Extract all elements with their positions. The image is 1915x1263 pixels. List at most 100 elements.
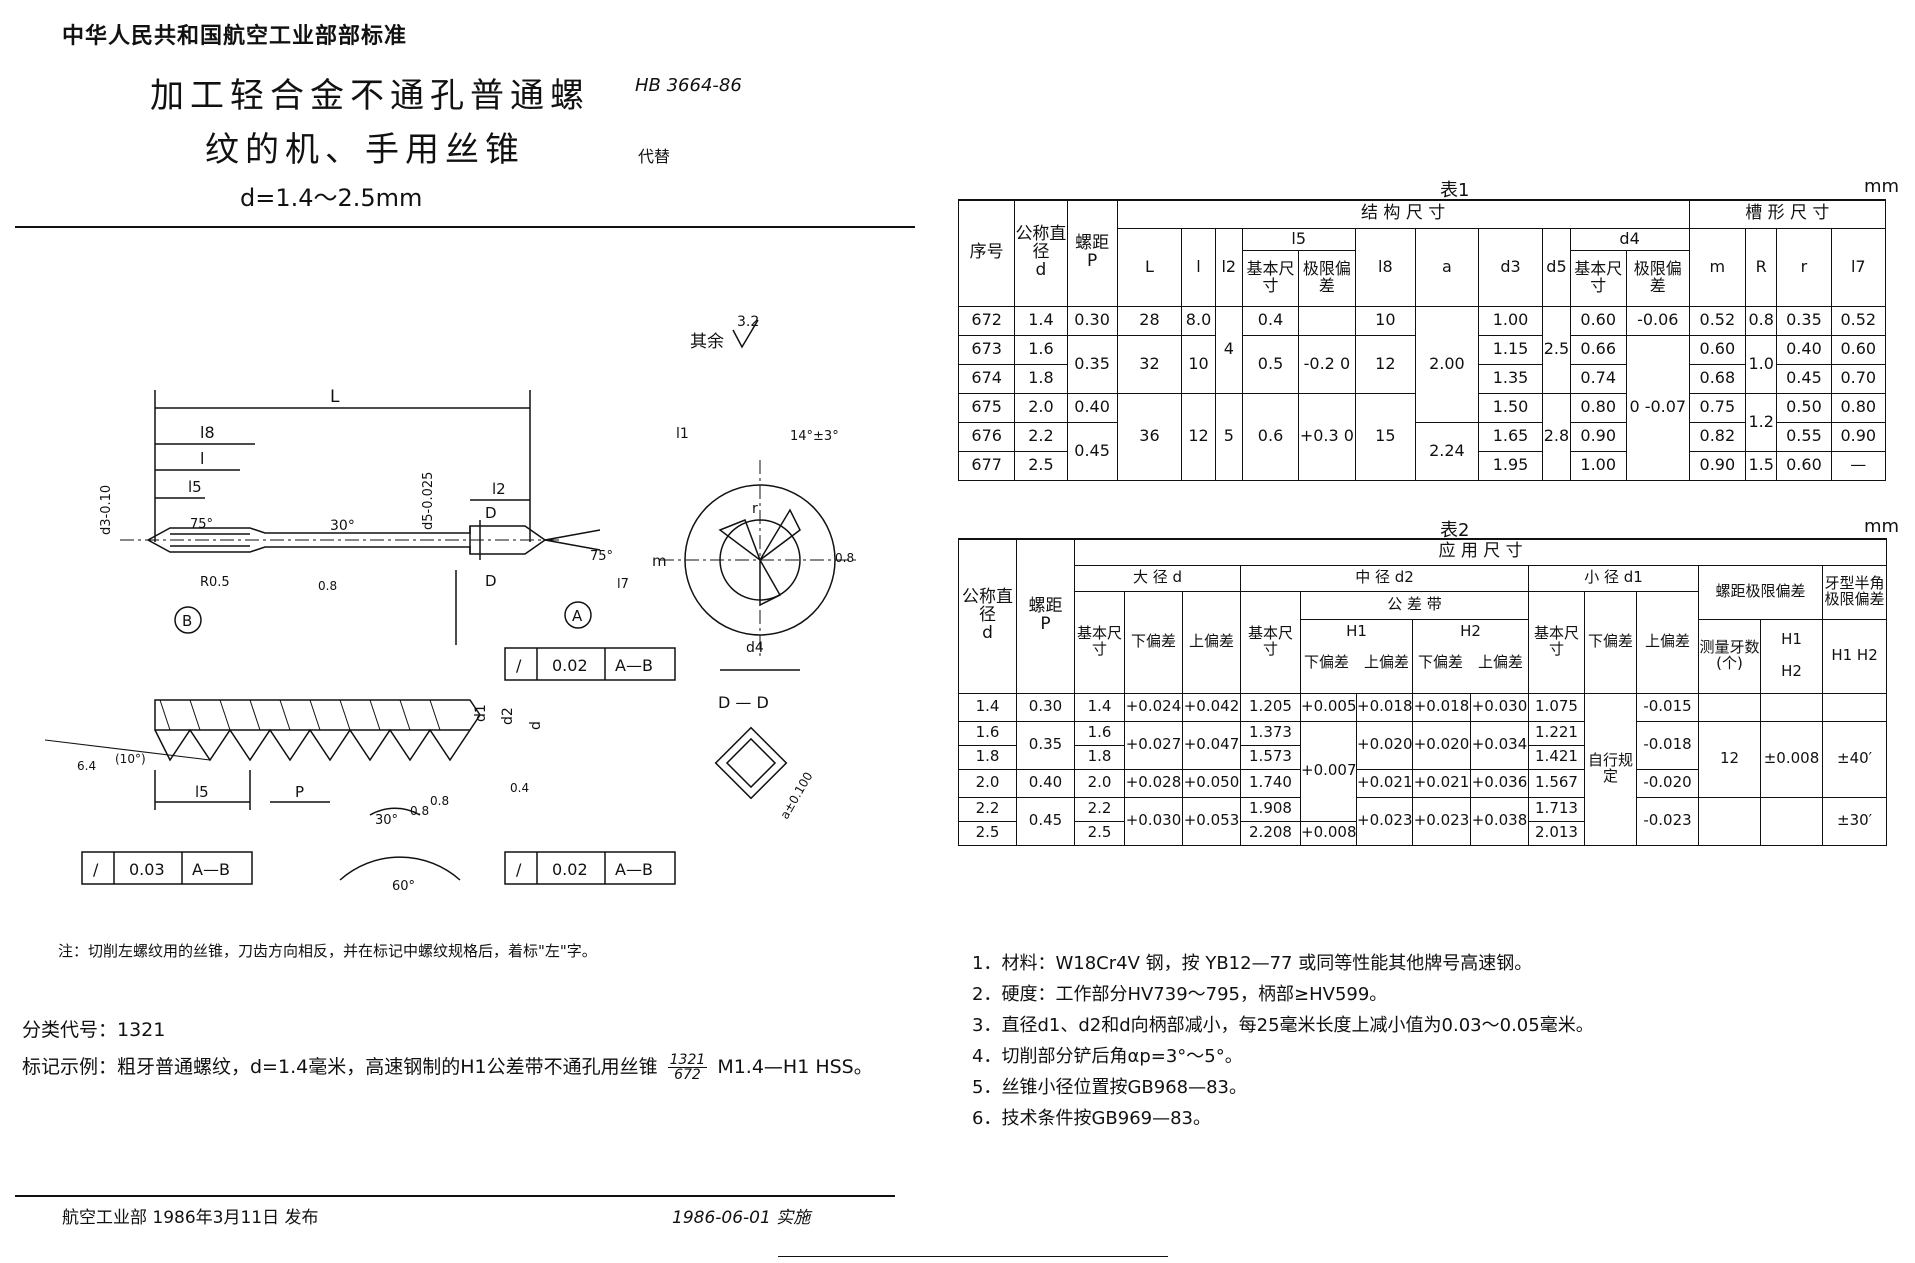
angle-75: 75° xyxy=(190,517,213,532)
requirement-5: 5．丝锥小径位置按GB968—83。 xyxy=(972,1077,1248,1098)
svg-text:A—B: A—B xyxy=(192,860,230,879)
t1-h-r: r xyxy=(1776,227,1832,307)
t1-h-d3: d3 xyxy=(1477,227,1544,307)
title-line-2: 纹的机、手用丝锥 xyxy=(205,130,525,170)
datum-A: A xyxy=(572,607,583,625)
requirement-4: 4．切削部分铲后角αp=3°～5°。 xyxy=(972,1046,1243,1067)
angle-14: 14°±3° xyxy=(790,429,839,444)
dim-L: L xyxy=(330,387,340,407)
t2-h-lower3: 下偏差 xyxy=(1584,590,1637,694)
svg-text:/: / xyxy=(516,860,522,879)
marking-frac-top: 1321 xyxy=(667,1052,708,1068)
svg-text:/: / xyxy=(516,656,522,675)
svg-text:/: / xyxy=(93,860,99,879)
dim-d5: d5-0.025 xyxy=(421,472,436,530)
roughness-symbol xyxy=(732,319,759,349)
requirement-6: 6．技术条件按GB969—83。 xyxy=(972,1108,1212,1129)
svg-text:0.02: 0.02 xyxy=(552,860,588,879)
radius-r05: R0.5 xyxy=(200,575,230,590)
t1-h-seq: 序号 xyxy=(957,199,1016,307)
implementation-date: 1986-06-01 实施 xyxy=(672,1208,811,1228)
t2-h-lower: 下偏差 xyxy=(1124,590,1183,694)
standard-org: 中华人民共和国航空工业部部标准 xyxy=(62,24,408,49)
angle-60: 60° xyxy=(392,879,415,894)
angle-30-thread: 30° xyxy=(375,813,398,828)
svg-text:0.03: 0.03 xyxy=(129,860,165,879)
dim-l2: l2 xyxy=(492,480,506,498)
t1-h-L: L xyxy=(1116,227,1183,307)
t2-h-base3: 基本尺寸 xyxy=(1528,590,1585,694)
drawing-note: 注：切削左螺纹用的丝锥，刀齿方向相反，并在标记中螺纹规格后，着标"左"字。 xyxy=(58,942,597,960)
table-row: 1.6 0.35 1.6 +0.027+0.047 1.373 +0.007 +… xyxy=(958,720,1888,822)
dim-m: m xyxy=(652,552,667,570)
marking-fraction: 1321 672 xyxy=(667,1052,708,1083)
geometric-tolerance-3: / 0.02 A—B xyxy=(504,851,676,885)
t2-h-half: 牙型半角极限偏差 xyxy=(1821,564,1888,620)
table2-caption: 表2 xyxy=(1440,520,1470,541)
geometric-tolerance-2: / 0.03 A—B xyxy=(81,851,253,885)
datum-B: B xyxy=(182,612,192,630)
t1-h-l8: l8 xyxy=(1354,227,1417,307)
rough-08-thread-2: 0.8 xyxy=(430,794,449,808)
dim-l5b: l5 xyxy=(195,783,209,801)
angle-10: (10°) xyxy=(115,752,146,766)
marking-frac-bot: 672 xyxy=(674,1067,701,1083)
t1-h-tol2: 极限偏差 xyxy=(1625,249,1690,307)
table-row: 2.5 2.5 2.208 +0.008 2.013 xyxy=(958,820,1887,846)
requirement-1: 1．材料：W18Cr4V 钢，按 YB12—77 或同等性能其他牌号高速钢。 xyxy=(972,953,1533,974)
marking-text: 标记示例：粗牙普通螺纹，d=1.4毫米，高速钢制的H1公差带不通孔用丝锥 xyxy=(22,1056,658,1078)
t2-h-upper: 上偏差 xyxy=(1182,590,1241,694)
standard-code: HB 3664-86 xyxy=(635,75,742,96)
rough-08-end: 0.8 xyxy=(835,551,854,565)
t1-h-d5: d5 xyxy=(1542,227,1571,307)
t2-h-tolband: 公 差 带 xyxy=(1300,590,1529,620)
marking-example: 标记示例：粗牙普通螺纹，d=1.4毫米，高速钢制的H1公差带不通孔用丝锥 132… xyxy=(22,1052,873,1082)
t1-h-l5: l5 xyxy=(1241,227,1356,251)
table-row: 2.2 0.45 2.2 +0.030+0.053 1.908 +0.023 +… xyxy=(958,796,1888,846)
svg-text:A—B: A—B xyxy=(615,656,653,675)
footer-rule xyxy=(15,1195,895,1197)
t2-h-pitchd: 中 径 d2 xyxy=(1240,564,1529,592)
section-mark-bottom: D xyxy=(485,572,497,590)
marking-tail: M1.4—H1 HSS。 xyxy=(717,1056,873,1078)
dim-d1: d1 xyxy=(473,704,489,722)
rough-04: 0.4 xyxy=(510,781,529,795)
dim-d2: d2 xyxy=(500,707,516,725)
t2-h-pitchtol: 螺距极限偏差 xyxy=(1698,564,1823,620)
angle-75b: 75° xyxy=(590,549,613,564)
angle-30: 30° xyxy=(330,518,355,534)
t1-h-l7: l7 xyxy=(1830,227,1887,307)
classification-code: 分类代号：1321 xyxy=(22,1019,166,1041)
dim-l5: l5 xyxy=(188,478,202,496)
dim-l7: l7 xyxy=(617,577,629,592)
t2-h-base2: 基本尺寸 xyxy=(1240,590,1301,694)
t1-h-l: l xyxy=(1181,227,1216,307)
title-line-1: 加工轻合金不通孔普通螺 xyxy=(150,76,590,116)
rough-08: 0.8 xyxy=(318,579,337,593)
t2-h-upper3: 上偏差 xyxy=(1636,590,1699,694)
section-mark-top: D xyxy=(485,504,497,522)
t1-h-struct: 结 构 尺 寸 xyxy=(1116,199,1690,229)
t2-h-H1H2: H1 H2 xyxy=(1821,618,1888,694)
rest-rough-value: 3.2 xyxy=(737,314,759,330)
dim-P: P xyxy=(295,783,304,801)
t2-h-minor: 小 径 d1 xyxy=(1528,564,1699,592)
t1-h-tol: 极限偏差 xyxy=(1298,249,1356,307)
technical-requirements: 1．材料：W18Cr4V 钢，按 YB12—77 或同等性能其他牌号高速钢。 2… xyxy=(972,948,1594,1134)
title-line-3: d=1.4～2.5mm xyxy=(240,184,423,212)
section-DD: a±0.100 xyxy=(714,726,815,822)
